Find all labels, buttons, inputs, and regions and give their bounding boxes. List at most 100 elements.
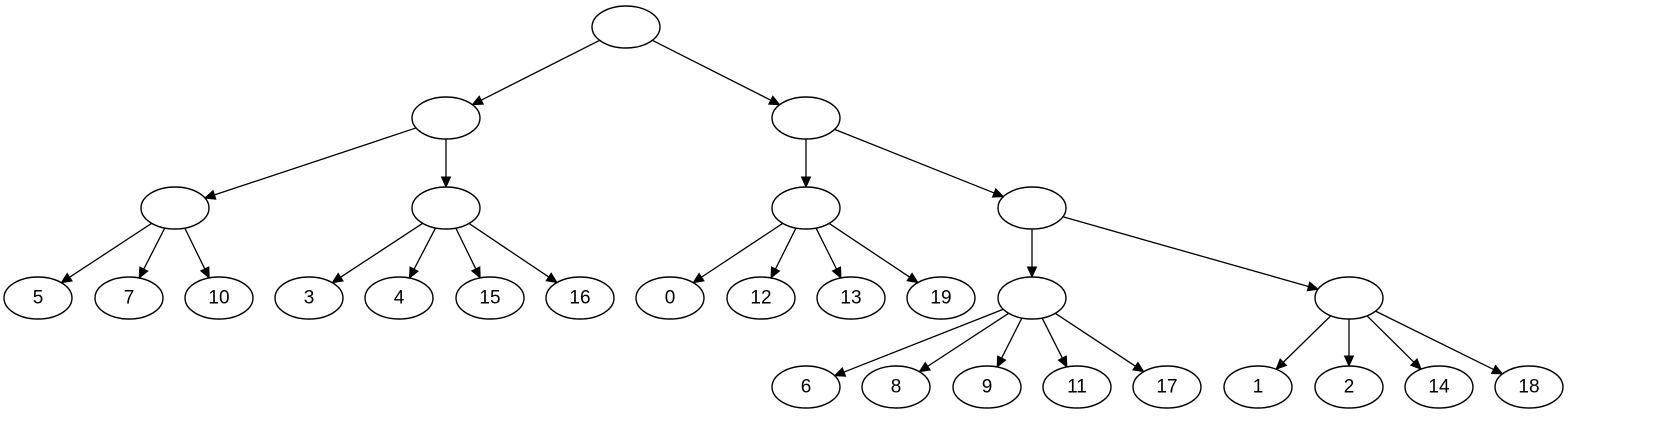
node-ellipse (3, 276, 73, 320)
edge-RL-n19 (828, 222, 919, 284)
node-ellipse (1314, 276, 1384, 320)
tree-node-n8: 8 (861, 365, 931, 409)
node-label: 10 (208, 288, 229, 309)
node-label: 3 (304, 288, 315, 309)
node-label: 8 (891, 377, 902, 398)
node-ellipse (1314, 365, 1384, 409)
arrowhead (831, 266, 842, 280)
tree-node-n15: 15 (455, 276, 525, 320)
edge-RR-RRL (1026, 229, 1038, 279)
edge-RL-n13 (815, 227, 842, 280)
node-ellipse (906, 276, 976, 320)
edge-line (834, 128, 995, 194)
node-ellipse (140, 186, 210, 230)
node-ellipse (997, 186, 1067, 230)
arrowhead (991, 187, 1005, 198)
arrowhead (331, 272, 344, 284)
node-ellipse (771, 365, 841, 409)
node-ellipse (1223, 365, 1293, 409)
edge-RL-n0 (692, 222, 784, 284)
node-label: 15 (479, 288, 500, 309)
tree-node-n13: 13 (816, 276, 886, 320)
arrowhead (770, 266, 781, 280)
node-ellipse (816, 276, 886, 320)
node-ellipse (1042, 365, 1112, 409)
edge-LL-n5 (60, 222, 153, 284)
edge-line (927, 312, 1010, 367)
tree-node-n14: 14 (1404, 365, 1474, 409)
node-label: 5 (33, 288, 44, 309)
edge-line (143, 227, 166, 270)
tree-node-n9: 9 (952, 365, 1022, 409)
tree-node-n18: 18 (1494, 365, 1564, 409)
edge-root-R (652, 39, 781, 106)
arrowhead (138, 266, 149, 280)
arrowhead (918, 361, 932, 373)
edge-line (1062, 216, 1309, 288)
edge-line (1366, 315, 1415, 363)
arrowhead (996, 355, 1007, 369)
tree-node-n16: 16 (545, 276, 615, 320)
arrowhead (800, 176, 812, 189)
edge-RRR-n1 (1275, 315, 1332, 371)
edge-RRL-n8 (918, 312, 1010, 373)
edge-LR-n4 (408, 227, 437, 280)
node-ellipse (545, 276, 615, 320)
edge-line (214, 127, 417, 196)
node-label: 11 (1067, 377, 1087, 398)
node-label: 7 (124, 288, 135, 309)
arrowhead (692, 272, 705, 284)
arrowhead (199, 266, 210, 279)
arrowhead (1275, 358, 1288, 371)
edge-LR-n3 (331, 222, 424, 284)
edge-RRL-n17 (1054, 312, 1145, 373)
edge-line (652, 39, 772, 101)
tree-node-root (591, 5, 661, 49)
edge-line (413, 227, 437, 270)
edge-RR-RRR (1062, 216, 1320, 292)
node-ellipse (364, 276, 434, 320)
node-label: 17 (1156, 377, 1177, 398)
node-ellipse (726, 276, 796, 320)
edge-RRR-n14 (1366, 315, 1422, 371)
node-label: 19 (930, 288, 951, 309)
node-ellipse (591, 5, 661, 49)
node-ellipse (997, 276, 1067, 320)
edge-L-LR (440, 139, 452, 189)
tree-node-RR (997, 186, 1067, 230)
edge-root-L (471, 39, 600, 106)
node-ellipse (771, 96, 841, 140)
node-ellipse (411, 96, 481, 140)
edge-RRR-n18 (1375, 310, 1504, 375)
node-label: 4 (394, 288, 405, 309)
arrowhead (60, 272, 73, 284)
arrowhead (1306, 281, 1320, 292)
node-ellipse (771, 186, 841, 230)
tree-node-n19: 19 (906, 276, 976, 320)
node-label: 9 (982, 377, 993, 398)
arrowhead (471, 95, 485, 106)
edge-line (340, 222, 424, 278)
edge-RRL-n11 (1041, 317, 1068, 369)
edge-R-RR (834, 128, 1005, 198)
arrowhead (767, 95, 781, 106)
node-ellipse (1132, 365, 1202, 409)
edge-line (815, 227, 838, 270)
arrowhead (545, 272, 558, 284)
edge-line (1375, 310, 1494, 371)
node-label: 14 (1428, 377, 1450, 398)
node-label: 18 (1518, 377, 1539, 398)
edges-layer (60, 39, 1504, 377)
node-label: 0 (665, 288, 676, 309)
tree-node-n11: 11 (1042, 365, 1112, 409)
edge-L-LL (203, 127, 417, 200)
tree-node-RL (771, 186, 841, 230)
node-ellipse (94, 276, 164, 320)
edge-line (701, 222, 784, 278)
edge-line (184, 227, 206, 270)
edge-line (843, 308, 1004, 373)
tree-node-n2: 2 (1314, 365, 1384, 409)
arrowhead (906, 272, 919, 284)
